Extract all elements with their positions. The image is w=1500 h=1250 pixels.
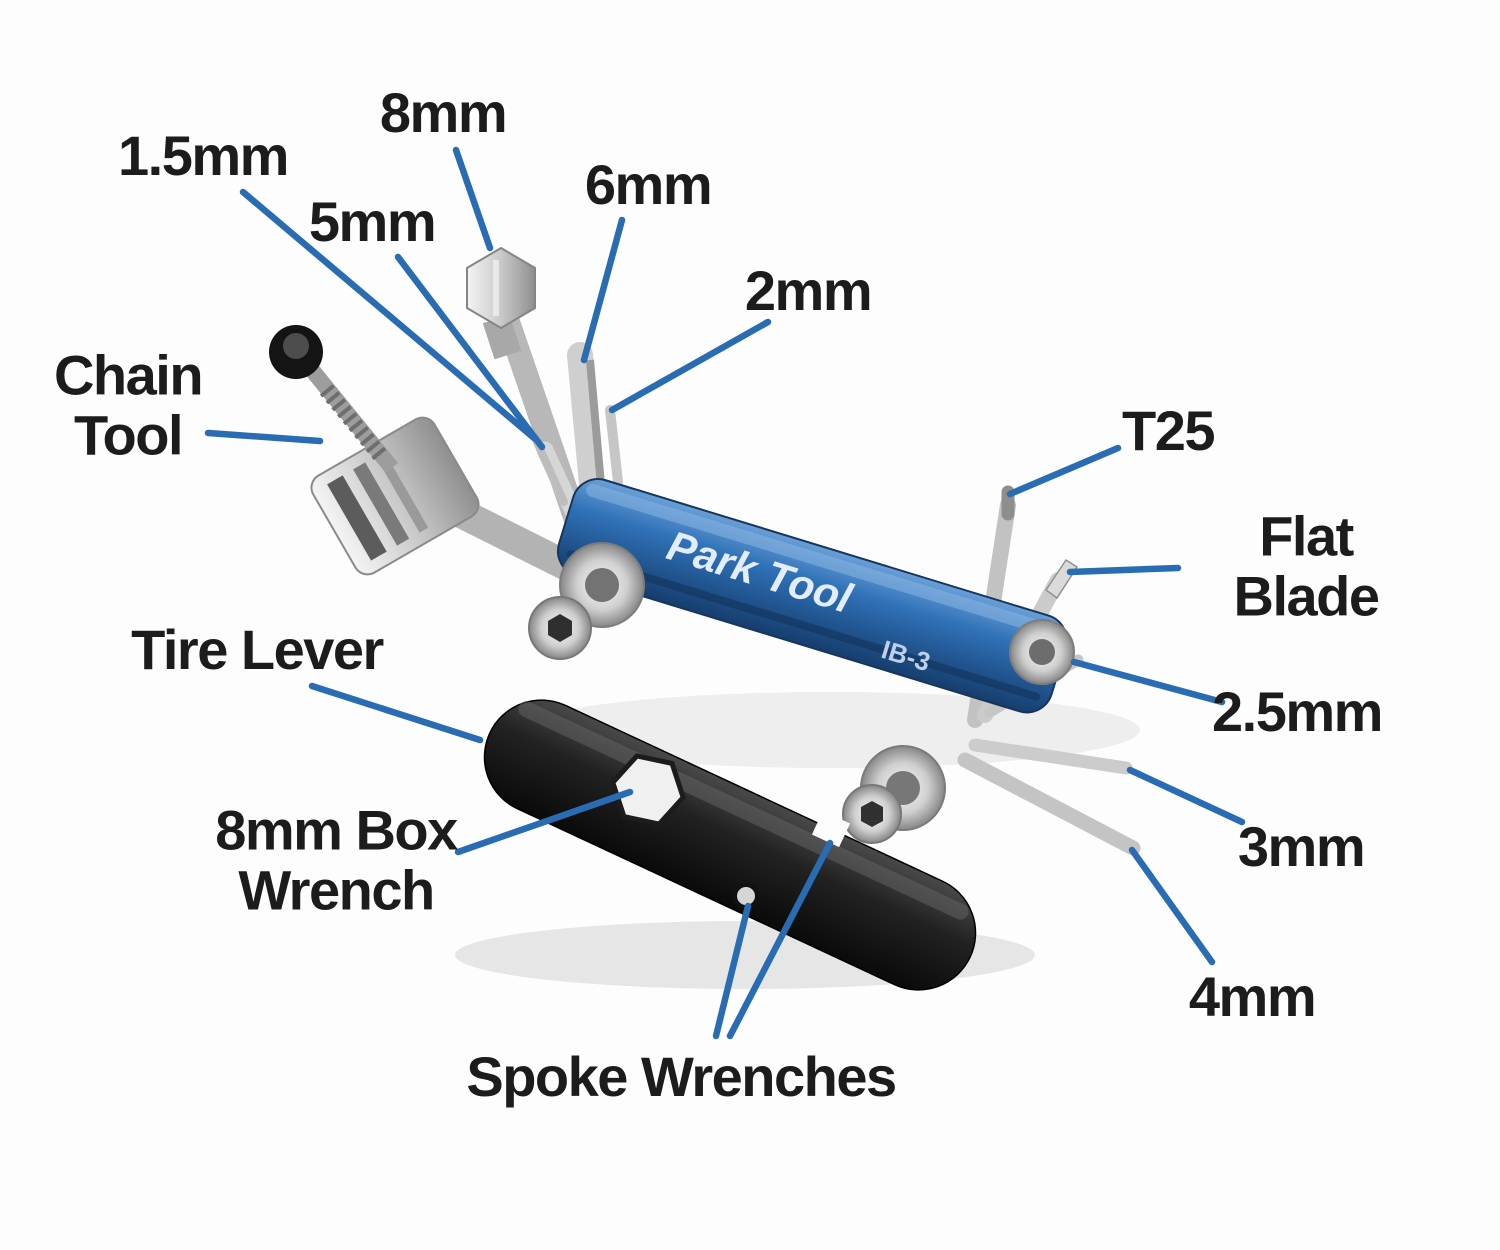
label-8mm: 8mm — [379, 80, 508, 144]
label-spoke-wrenches: Spoke Wrenches — [466, 1044, 897, 1108]
leader-5mm — [394, 253, 546, 451]
spoke-wrench-notch — [811, 810, 851, 848]
tire-lever — [483, 699, 977, 991]
label-3mm: 3mm — [1237, 814, 1366, 878]
label-flat-blade: Flat Blade — [1233, 504, 1381, 628]
leader-box-wrench — [454, 788, 634, 856]
label-1-5mm: 1.5mm — [118, 123, 289, 187]
right-pivot-bolt — [842, 745, 946, 844]
hex-3mm-arm — [968, 738, 1133, 775]
label-5mm: 5mm — [308, 189, 437, 253]
label-2mm: 2mm — [744, 258, 873, 322]
label-2-5mm: 2.5mm — [1212, 679, 1383, 743]
label-6mm: 6mm — [584, 152, 713, 216]
chain-tool — [269, 325, 610, 595]
hex-8mm-bit — [466, 246, 536, 330]
hex-1-5mm-pin — [532, 436, 568, 506]
leader-8mm — [452, 146, 494, 252]
leader-1-5mm — [239, 188, 538, 442]
hex-2mm-pin — [605, 405, 623, 487]
label-tire-lever: Tire Lever — [131, 617, 384, 681]
leader-2-5mm — [1070, 658, 1226, 706]
leader-6mm — [580, 216, 626, 364]
label-8mm-box-wrench: 8mm Box Wrench — [215, 798, 458, 922]
leader-3mm — [1126, 766, 1246, 826]
label-chain-tool: Chain Tool — [53, 343, 204, 467]
leader-t25 — [1006, 444, 1122, 498]
left-pivot-bolt — [528, 542, 645, 660]
leader-flat-blade — [1066, 564, 1182, 576]
label-4mm: 4mm — [1188, 964, 1317, 1028]
leader-4mm — [1128, 846, 1216, 966]
leader-spoke-wrench-2 — [726, 839, 834, 1040]
leader-spoke-wrench-1 — [712, 902, 752, 1040]
leader-2mm — [608, 318, 772, 414]
leader-chain-tool — [204, 429, 324, 445]
hex-4mm-arm — [957, 752, 1141, 856]
right-end-nut — [1009, 619, 1075, 685]
label-t25: T25 — [1122, 398, 1216, 462]
box-wrench-8mm-hole — [609, 753, 687, 827]
leader-tire-lever — [308, 682, 484, 744]
